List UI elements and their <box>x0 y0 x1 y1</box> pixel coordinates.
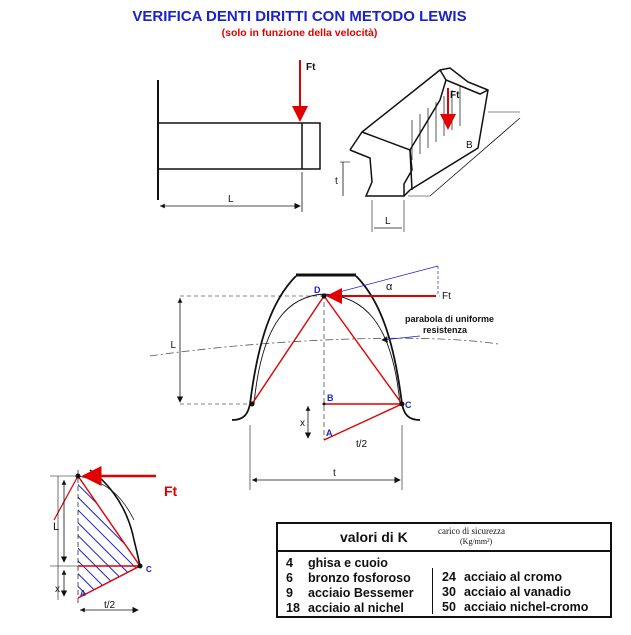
k-table-header: valori di K carico di sicurezza (Kg/mm²) <box>278 524 610 552</box>
k-value: 6 <box>286 571 293 585</box>
l-label-profile: L <box>170 340 176 351</box>
t-label-profile: t <box>333 468 336 479</box>
ft-label-detail: Ft <box>164 483 178 499</box>
page-title: VERIFICA DENTI DIRITTI CON METODO LEWIS <box>132 8 467 25</box>
k-value: 24 <box>442 570 456 584</box>
k-row: 30 acciaio al vanadio <box>442 585 588 600</box>
x-label-detail: x <box>55 584 60 595</box>
k-row: 18 acciaio al nichel <box>286 601 414 616</box>
a-label-detail: A <box>80 589 86 598</box>
tooth-profile: L D α Ft B C A x t/2 parabola di uniform… <box>149 265 499 490</box>
page-subtitle: (solo in funzione della velocità) <box>221 27 378 39</box>
k-column-divider <box>432 568 433 614</box>
b-label-3d: B <box>466 140 473 151</box>
k-row: 50 acciaio nichel-cromo <box>442 600 588 615</box>
k-value: 18 <box>286 601 300 615</box>
tooth-3d <box>340 67 521 232</box>
k-material: acciaio al cromo <box>464 570 562 584</box>
b-point-label: B <box>327 393 334 403</box>
k-row: 6 bronzo fosforoso <box>286 571 414 586</box>
k-left-column: 4 ghisa e cuoio 6 bronzo fosforoso 9 acciai… <box>286 556 414 616</box>
k-value: 4 <box>286 556 293 570</box>
k-value: 9 <box>286 586 293 600</box>
k-material: acciaio al vanadio <box>464 585 571 599</box>
k-unit-label: (Kg/mm²) <box>460 537 493 546</box>
t-label-3d: t <box>335 176 338 187</box>
ft-label-3d: Ft <box>450 90 460 101</box>
c-label-detail: C <box>146 565 152 574</box>
k-row: 4 ghisa e cuoio <box>286 556 414 571</box>
parabola-label-1: parabola di uniforme <box>405 314 494 324</box>
hatched-detail: Ft L x t/2 C A <box>50 466 178 614</box>
k-material: bronzo fosforoso <box>308 571 411 585</box>
t-half-label-profile: t/2 <box>356 439 368 450</box>
a-point-label: A <box>326 428 333 438</box>
k-header-label: valori di K <box>340 529 408 545</box>
k-row: 9 acciaio Bessemer <box>286 586 414 601</box>
k-value: 50 <box>442 600 456 614</box>
alpha-label: α <box>386 281 393 293</box>
t-half-label-detail: t/2 <box>104 600 116 611</box>
l-label-beam: L <box>228 194 234 205</box>
k-values-table: valori di K carico di sicurezza (Kg/mm²)… <box>276 522 612 618</box>
k-material: acciaio Bessemer <box>308 586 414 600</box>
k-material: acciaio nichel-cromo <box>464 600 589 614</box>
k-row: 24 acciaio al cromo <box>442 570 588 585</box>
parabola-label-2: resistenza <box>423 325 468 335</box>
ft-label-profile: Ft <box>442 291 451 302</box>
cantilever-beam: Ft L <box>157 60 321 212</box>
k-value: 30 <box>442 585 456 599</box>
l-label-3d: L <box>385 216 391 227</box>
k-material: ghisa e cuoio <box>308 556 388 570</box>
x-label-profile: x <box>300 418 305 429</box>
k-material: acciaio al nichel <box>308 601 404 615</box>
k-load-label: carico di sicurezza <box>438 526 505 536</box>
c-point-label: C <box>405 400 412 410</box>
l-label-detail: L <box>53 521 59 533</box>
ft-label-beam: Ft <box>306 62 316 73</box>
d-label: D <box>314 285 321 295</box>
